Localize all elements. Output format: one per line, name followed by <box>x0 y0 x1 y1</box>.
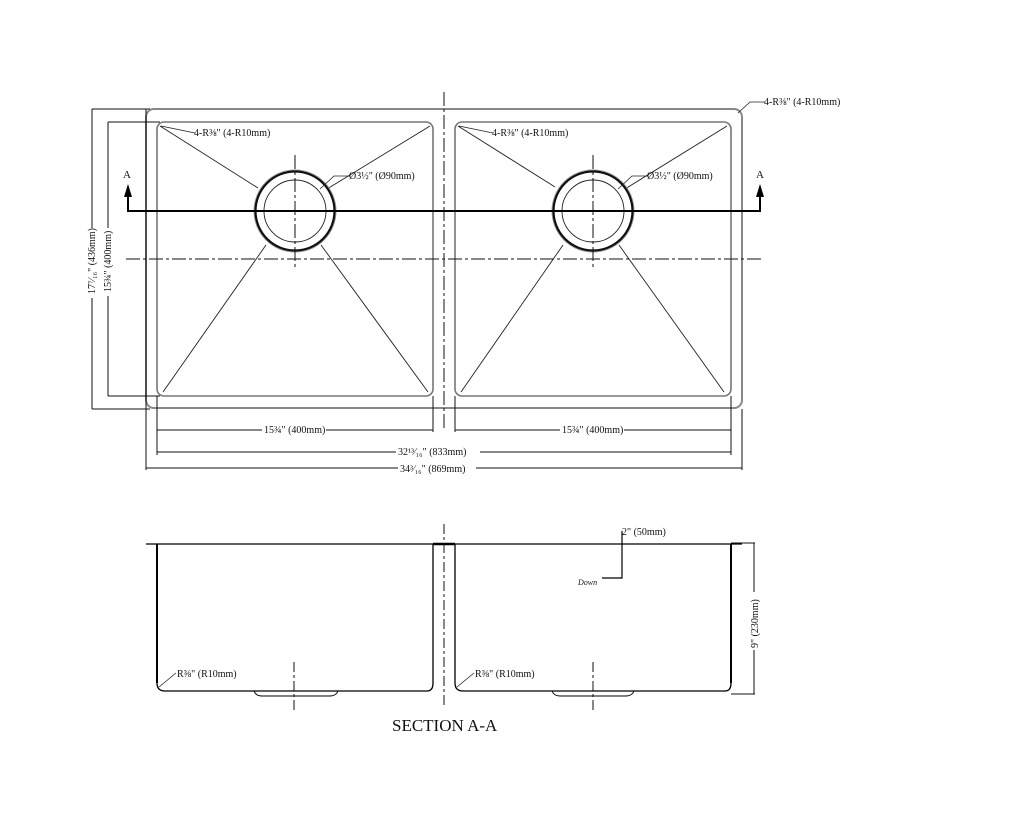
center-lines <box>126 92 762 430</box>
right-bowl-corner-radius-label: 4-R⅜" (4-R10mm) <box>492 128 568 139</box>
bowl-height-label: 9" (230mm) <box>750 599 761 648</box>
left-drain-diameter-label: Ø3½" (Ø90mm) <box>349 171 415 182</box>
section-left-bowl-profile <box>156 544 434 692</box>
section-left-radius-label: R⅜" (R10mm) <box>177 669 237 680</box>
section-left-drain <box>253 690 339 697</box>
section-title: SECTION A-A <box>392 716 498 735</box>
slope-direction-label: Down <box>577 578 597 587</box>
overall-bowls-width-label: 32¹³⁄₁₆" (833mm) <box>398 447 466 458</box>
left-bowl-corner-radius-label: 4-R⅜" (4-R10mm) <box>194 128 270 139</box>
left-bowl-slope-lines <box>159 125 431 393</box>
slope-label: 2" (50mm) <box>622 527 666 538</box>
bowl-depth-label: 15¾" (400mm) <box>103 231 114 292</box>
section-arrow-left-icon <box>124 184 132 197</box>
right-bowl-slope-lines <box>457 125 728 393</box>
right-drain-diameter-label: Ø3½" (Ø90mm) <box>647 171 713 182</box>
section-right-radius-label: R⅜" (R10mm) <box>475 669 535 680</box>
left-bowl-width-label: 15¾" (400mm) <box>264 425 325 436</box>
overall-depth-label: 17⁷⁄₁₆" (436mm) <box>87 228 98 294</box>
section-view: R⅜" (R10mm) R⅜" (R10mm) 2" (50mm) Down 9… <box>146 524 761 735</box>
overall-width-label: 34³⁄₁₆" (869mm) <box>400 464 465 475</box>
section-arrow-right-icon <box>756 184 764 197</box>
section-right-bowl-profile <box>454 544 732 692</box>
section-marker-right: A <box>756 169 764 181</box>
right-bowl-width-label: 15¾" (400mm) <box>562 425 623 436</box>
outer-corner-radius-label: 4-R⅜" (4-R10mm) <box>764 97 840 108</box>
section-cut-line <box>127 196 761 212</box>
plan-view: A A 4-R⅜" (4-R10mm) 4-R⅜" (4-R10mm) 4-R⅜… <box>84 92 840 475</box>
section-marker-left: A <box>123 169 131 181</box>
